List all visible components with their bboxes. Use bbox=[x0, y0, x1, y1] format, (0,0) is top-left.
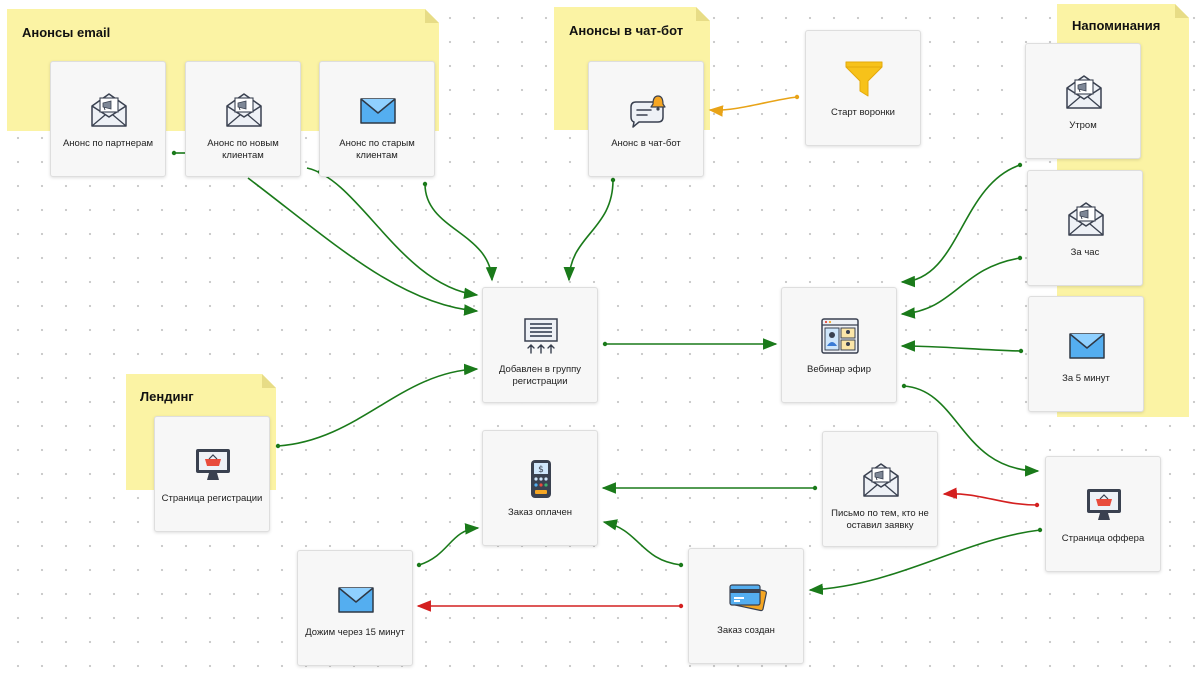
node-reminder-morning[interactable]: Утром bbox=[1025, 43, 1141, 159]
link-reg-page-to-reg-group bbox=[277, 363, 479, 447]
payment-terminal-icon: $ bbox=[521, 459, 561, 499]
megaphone-envelope-icon bbox=[1066, 199, 1106, 239]
node-order-paid[interactable]: $ Заказ оплачен bbox=[482, 430, 598, 546]
link-offer-to-order-created bbox=[808, 529, 1041, 596]
node-five-min-label: За 5 минут bbox=[1062, 373, 1110, 384]
node-chatbot-label: Анонс в чат-бот bbox=[611, 138, 681, 149]
link-old-clients-to-reg-group-top bbox=[424, 183, 498, 282]
node-funnel-start-label: Старт воронки bbox=[831, 107, 895, 118]
node-push-15-label: Дожим через 15 минут bbox=[305, 627, 405, 638]
monitor-basket-icon bbox=[1084, 485, 1124, 525]
node-push-15-min[interactable]: Дожим через 15 минут bbox=[297, 550, 413, 666]
node-chatbot-announcement[interactable]: Анонс в чат-бот bbox=[588, 61, 704, 177]
node-offer-page-label: Страница оффера bbox=[1061, 533, 1145, 544]
link-new-clients-to-reg-group bbox=[247, 177, 479, 316]
envelope-icon bbox=[1067, 325, 1107, 365]
node-funnel-start[interactable]: Старт воронки bbox=[805, 30, 921, 146]
node-morning-label: Утром bbox=[1069, 120, 1097, 131]
node-no-request-letter[interactable]: Письмо по тем, кто не оставил заявку bbox=[822, 431, 938, 547]
node-reminder-hour[interactable]: За час bbox=[1027, 170, 1143, 286]
link-funnel-to-chatbot bbox=[708, 96, 798, 117]
node-reg-group-label: Добавлен в группу регистрации bbox=[499, 364, 581, 387]
node-order-paid-label: Заказ оплачен bbox=[507, 507, 573, 518]
node-new-clients-announcement[interactable]: Анонс по новым клиентам bbox=[185, 61, 301, 177]
megaphone-envelope-icon bbox=[1064, 72, 1104, 112]
link-offer-to-letter bbox=[942, 487, 1038, 506]
note-reminders-title: Напоминания bbox=[1072, 18, 1161, 33]
node-order-created-label: Заказ создан bbox=[717, 625, 775, 636]
note-landing-title: Лендинг bbox=[140, 389, 194, 404]
node-partners-label: Анонс по партнерам bbox=[62, 138, 154, 149]
megaphone-envelope-icon bbox=[89, 90, 129, 130]
webinar-screen-icon bbox=[820, 316, 860, 356]
node-new-clients-label: Анонс по новым клиентам bbox=[207, 138, 279, 161]
node-old-clients-announcement[interactable]: Анонс по старым клиентам bbox=[319, 61, 435, 177]
group-upload-icon bbox=[521, 316, 561, 356]
link-old-clients-to-reg-group bbox=[306, 167, 479, 300]
node-reg-group[interactable]: Добавлен в группу регистрации bbox=[482, 287, 598, 403]
node-order-created[interactable]: Заказ создан bbox=[688, 548, 804, 664]
envelope-icon bbox=[336, 579, 376, 619]
node-hour-label: За час bbox=[1070, 247, 1100, 258]
link-chatbot-to-reg-group bbox=[563, 179, 614, 282]
node-webinar-label: Вебинар эфир bbox=[807, 364, 871, 375]
node-offer-page[interactable]: Страница оффера bbox=[1045, 456, 1161, 572]
monitor-basket-icon bbox=[193, 445, 233, 485]
link-webinar-to-offer bbox=[903, 385, 1040, 477]
node-reg-page-label: Страница регистрации bbox=[161, 493, 263, 504]
note-email-title: Анонсы email bbox=[22, 25, 111, 40]
note-chatbot-title: Анонсы в чат-бот bbox=[569, 23, 684, 38]
node-reg-page[interactable]: Страница регистрации bbox=[154, 416, 270, 532]
link-morning-to-webinar bbox=[900, 164, 1021, 288]
link-hour-to-webinar bbox=[900, 257, 1021, 319]
link-order-created-to-order-paid bbox=[602, 519, 682, 566]
node-no-request-letter-label: Письмо по тем, кто не оставил заявку bbox=[831, 508, 929, 531]
node-webinar[interactable]: Вебинар эфир bbox=[781, 287, 897, 403]
funnel-icon bbox=[844, 59, 884, 99]
link-five-min-to-webinar bbox=[900, 340, 1022, 352]
chat-bell-icon bbox=[627, 90, 667, 130]
node-partners-announcement[interactable]: Анонс по партнерам bbox=[50, 61, 166, 177]
node-old-clients-label: Анонс по старым клиентам bbox=[339, 138, 415, 161]
node-reminder-five-min[interactable]: За 5 минут bbox=[1028, 296, 1144, 412]
megaphone-envelope-icon bbox=[861, 460, 901, 500]
credit-cards-icon bbox=[727, 577, 767, 617]
svg-text:$: $ bbox=[538, 465, 544, 475]
link-push-to-order-paid bbox=[418, 523, 480, 566]
megaphone-envelope-icon bbox=[224, 90, 264, 130]
envelope-icon bbox=[358, 90, 398, 130]
